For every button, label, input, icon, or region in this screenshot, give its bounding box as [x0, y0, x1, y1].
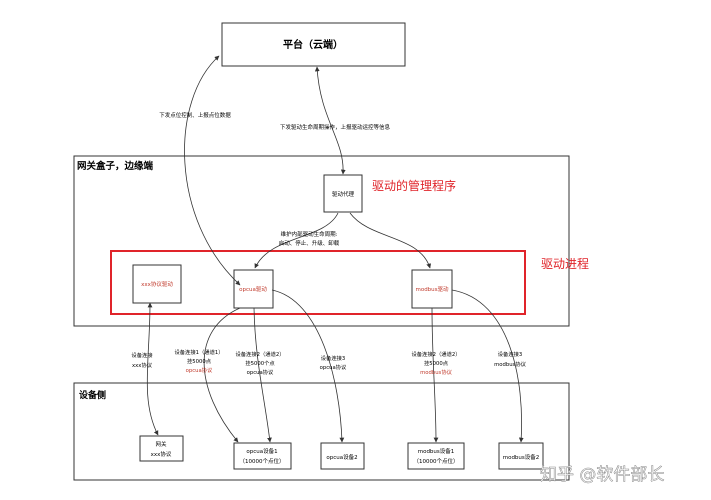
conn-opc1-l2: 挂5000点	[187, 357, 212, 365]
modbus-driver-label: modbus驱动	[415, 286, 449, 293]
edge-opcua-dev1-ch1	[203, 307, 241, 443]
edge-label-maintain-1: 维护内部驱动生命周期:	[281, 230, 338, 238]
device-gateway-l1: 网关	[155, 440, 167, 448]
edge-xxx-gateway	[146, 302, 159, 436]
edge-platform-agent	[314, 66, 346, 175]
edge-platform-opcua	[184, 55, 241, 286]
device-modbus-2-l1: modbus设备2	[503, 453, 540, 461]
edge-agent-modbus	[349, 212, 432, 269]
opcua-driver-label: opcua驱动	[239, 286, 267, 293]
device-modbus-1-l2: （10000个点位）	[414, 457, 459, 465]
conn-mod3-l2: modbus协议	[494, 360, 527, 368]
edge-label-control: 下发点位控制、上报点位数据	[159, 111, 231, 119]
platform-label: 平台（云端）	[283, 38, 343, 51]
conn-xxx-l1: 设备连接	[131, 351, 153, 359]
xxx-driver-label: xxx协议驱动	[141, 280, 173, 288]
conn-mod2-l1: 设备连接2（通道2）	[411, 350, 460, 358]
device-modbus-1	[407, 442, 465, 470]
device-opcua-2	[320, 442, 365, 470]
edge-modbus-dev1	[431, 307, 439, 443]
device-opcua-1	[233, 442, 292, 470]
edge-label-maintain-2: 启动、停止、升级、卸载	[279, 239, 340, 247]
edge-opcua-dev1-ch2	[253, 307, 272, 443]
edge-modbus-dev2	[451, 289, 524, 443]
agent-label: 驱动代理	[332, 190, 355, 198]
process-frame	[110, 250, 526, 315]
agent-box	[323, 174, 363, 213]
conn-mod2-l3: modbus协议	[420, 368, 453, 376]
device-opcua-2-l1: opcua设备2	[326, 453, 357, 461]
conn-opc2-l3: opcua协议	[247, 368, 274, 376]
agent-annotation: 驱动的管理程序	[372, 178, 456, 193]
conn-opc1-l3: opcua协议	[186, 366, 213, 374]
edge-agent-opcua	[254, 212, 339, 269]
platform-box	[221, 22, 406, 67]
device-modbus-1-l1: modbus设备1	[418, 447, 455, 455]
watermark: 知乎 @软件部长	[540, 465, 664, 485]
conn-opc3-l1: 设备连接3	[321, 354, 346, 362]
process-annotation: 驱动进程	[541, 256, 589, 271]
conn-mod3-l1: 设备连接3	[498, 350, 523, 358]
conn-opc3-l2: opcua协议	[320, 363, 347, 371]
conn-opc2-l2: 挂5000个点	[245, 359, 275, 367]
device-opcua-1-l2: （10000个点位）	[240, 457, 285, 465]
conn-opc1-l1: 设备连接1（通道1）	[174, 348, 223, 356]
xxx-driver-box	[132, 264, 182, 304]
edge-opcua-dev2	[271, 289, 345, 443]
device-opcua-1-l1: opcua设备1	[246, 447, 277, 455]
devices-region-label: 设备侧	[79, 389, 106, 401]
devices-region	[73, 382, 570, 481]
conn-mod2-l2: 挂5000点	[424, 359, 449, 367]
device-gateway-l2: xxx协议	[151, 450, 172, 458]
opcua-driver-box	[233, 269, 274, 309]
gateway-label: 网关盒子，边缘端	[77, 160, 154, 172]
device-gateway	[139, 435, 184, 462]
conn-opc2-l1: 设备连接2（通道2）	[235, 350, 284, 358]
edge-label-lifecycle: 下发驱动生命周期操作，上报驱动运控等信息	[280, 123, 391, 131]
conn-xxx-l2: xxx协议	[132, 361, 153, 369]
device-modbus-2	[498, 442, 544, 470]
